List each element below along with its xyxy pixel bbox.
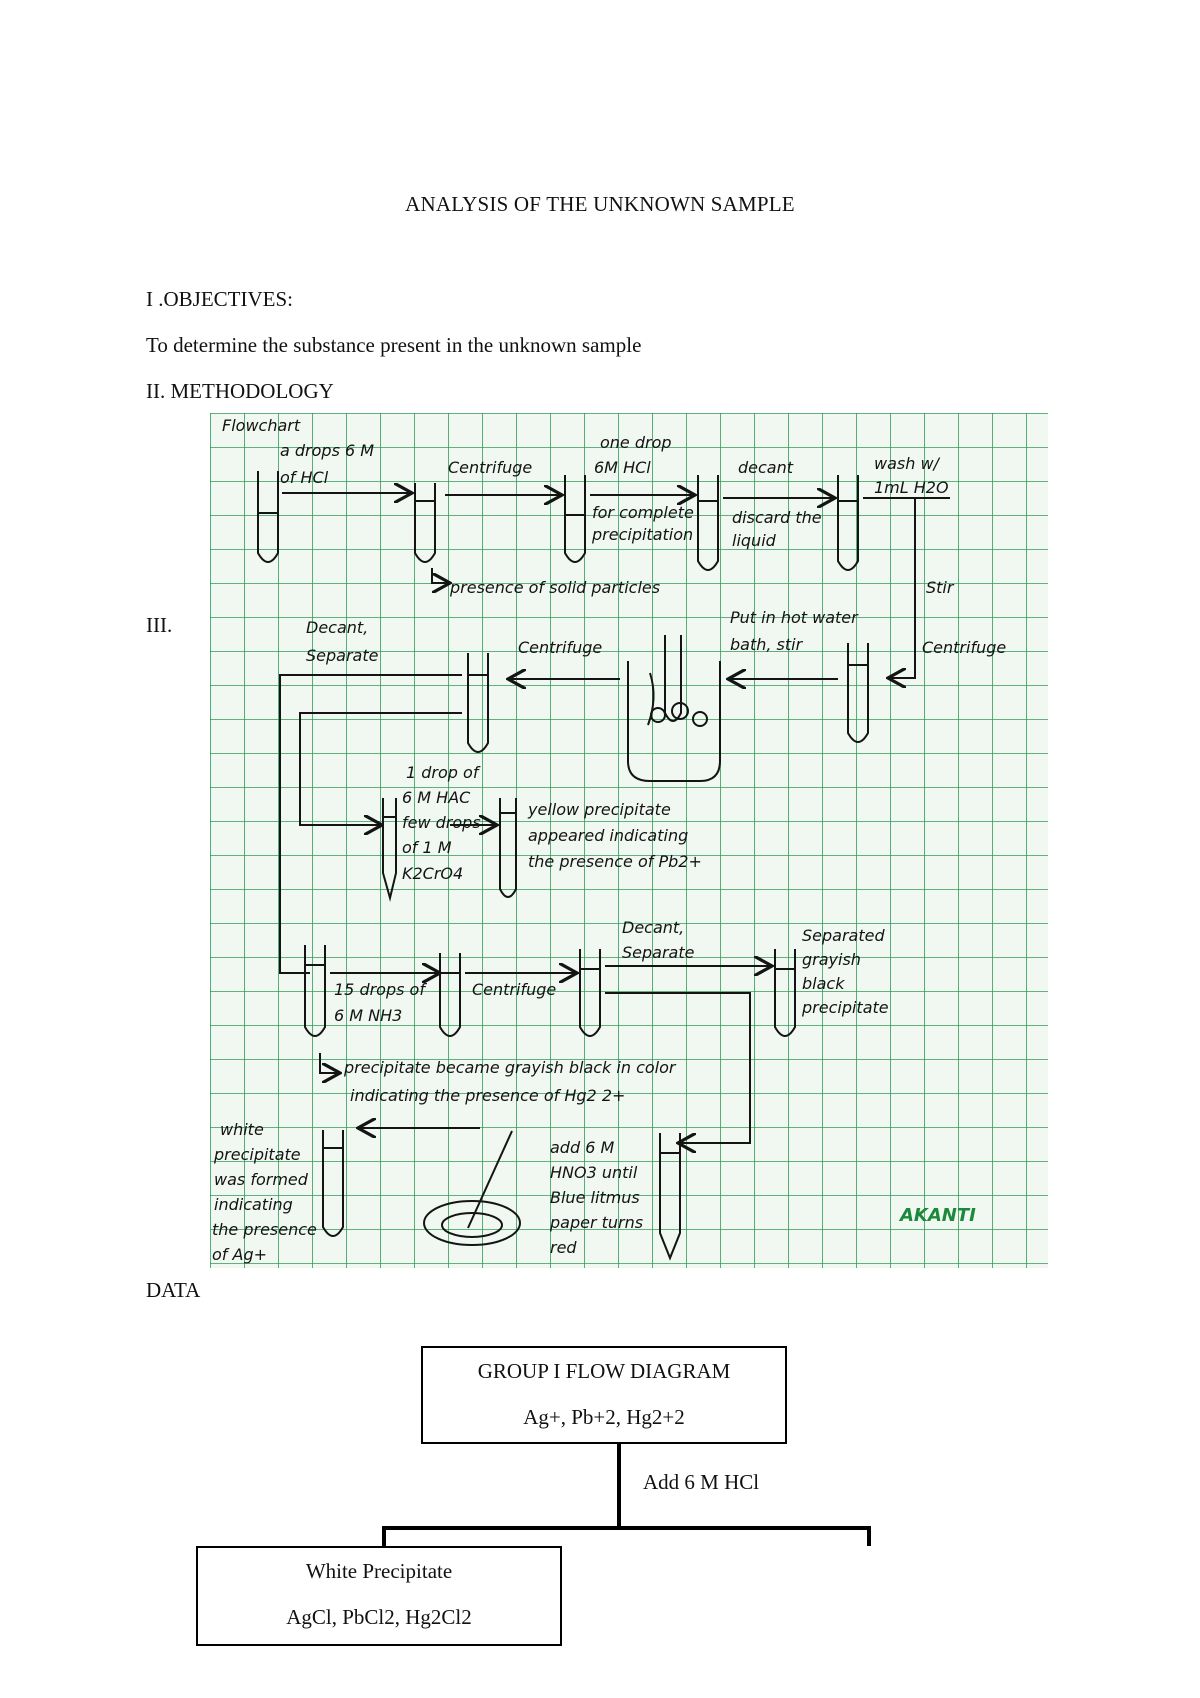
- test-tube-icon: [414, 483, 436, 563]
- graph-paper-grid: [210, 413, 1048, 1268]
- diagram-branch-left: [382, 1526, 386, 1546]
- objectives-heading: I .OBJECTIVES:: [146, 287, 293, 311]
- diagram-left-title: White Precipitate: [305, 1559, 453, 1583]
- diagram-branch-line: [382, 1526, 871, 1530]
- flowchart-step: HNO3 until: [550, 1163, 638, 1182]
- diagram-top-box: GROUP I FLOW DIAGRAM Ag+, Pb+2, Hg2+2: [421, 1346, 787, 1444]
- flowchart-step: appeared indicating: [528, 826, 688, 845]
- section-three-label: III.: [146, 613, 173, 637]
- flowchart-step: paper turns: [549, 1213, 643, 1232]
- diagram-branch-label: Add 6 M HCl: [643, 1470, 760, 1494]
- flowchart-step: Centrifuge: [518, 638, 602, 657]
- test-tube-icon: [847, 643, 869, 743]
- flowchart-step: of HCl: [280, 468, 329, 487]
- flowchart-note: precipitate became grayish black in colo…: [343, 1058, 677, 1077]
- test-tube-icon: [382, 798, 397, 902]
- flowchart-step: Separated: [802, 926, 885, 945]
- flowchart-step: Separate: [306, 646, 379, 665]
- flowchart-step: liquid: [732, 531, 777, 550]
- flowchart-step: precipitation: [591, 525, 693, 544]
- test-tube-icon: [564, 475, 586, 563]
- flowchart-step: wash w/: [874, 454, 941, 473]
- flowchart-step: decant: [738, 458, 794, 477]
- diagram-top-ions: Ag+, Pb+2, Hg2+2: [523, 1405, 685, 1429]
- test-tube-icon: [322, 1130, 344, 1237]
- flowchart-step: was formed: [214, 1170, 309, 1189]
- flowchart-step: one drop: [600, 433, 672, 452]
- beaker-icon: [627, 635, 721, 782]
- flowchart-step: precipitate: [801, 998, 889, 1017]
- flowchart-step: the presence: [212, 1220, 317, 1239]
- flowchart-step: grayish: [802, 950, 861, 969]
- flowchart-heading: Flowchart: [222, 416, 301, 435]
- flowchart-step: Centrifuge: [448, 458, 532, 477]
- test-tube-icon: [659, 1133, 681, 1261]
- test-tube-icon: [837, 475, 859, 571]
- test-tube-icon: [579, 949, 601, 1037]
- test-tube-icon: [697, 475, 719, 571]
- flowchart-note: indicating the presence of Hg2 2+: [350, 1086, 625, 1105]
- flowchart-step: 15 drops of: [334, 980, 427, 999]
- watch-glass-icon: [423, 1130, 521, 1246]
- flowchart-step: 1 drop of: [406, 763, 481, 782]
- diagram-left-compounds: AgCl, PbCl2, Hg2Cl2: [286, 1605, 472, 1629]
- test-tube-icon: [257, 471, 279, 563]
- handdrawn-flowchart: Flowchart a drops 6 M of HCl presence of…: [210, 413, 1048, 1268]
- flowchart-step: red: [550, 1238, 577, 1257]
- flowchart-step: of Ag+: [212, 1245, 267, 1264]
- diagram-branch-right: [867, 1526, 871, 1546]
- flowchart-step: 1mL H2O: [874, 478, 949, 497]
- flowchart-step: Stir: [926, 578, 955, 597]
- flowchart-step: of 1 M: [402, 838, 452, 857]
- flowchart-step: yellow precipitate: [527, 800, 671, 819]
- flowchart-step: indicating: [214, 1195, 293, 1214]
- flowchart-step: white: [220, 1120, 264, 1139]
- flowchart-step: few drops: [402, 813, 481, 832]
- flowchart-step: K2CrO4: [402, 864, 463, 883]
- objective-text: To determine the substance present in th…: [146, 333, 642, 357]
- data-heading: DATA: [146, 1278, 201, 1302]
- flowchart-step: black: [802, 974, 845, 993]
- flowchart-step: Centrifuge: [472, 980, 556, 999]
- flowchart-step: for complete: [592, 503, 694, 522]
- flowchart-step: the presence of Pb2+: [528, 852, 702, 871]
- flowchart-step: Decant,: [306, 618, 368, 637]
- flowchart-step: Put in hot water: [730, 608, 859, 627]
- flowchart-step: discard the: [732, 508, 822, 527]
- flowchart-step: a drops 6 M: [280, 441, 374, 460]
- signature: AKANTI: [898, 1205, 976, 1226]
- flowchart-note: presence of solid particles: [449, 578, 660, 597]
- diagram-top-title: GROUP I FLOW DIAGRAM: [477, 1359, 731, 1383]
- page-title: ANALYSIS OF THE UNKNOWN SAMPLE: [405, 192, 795, 216]
- flowchart-step: Blue litmus: [550, 1188, 640, 1207]
- test-tube-icon: [774, 949, 796, 1037]
- flowchart-step: add 6 M: [550, 1138, 614, 1157]
- flowchart-step: 6 M NH3: [334, 1006, 402, 1025]
- test-tube-icon: [439, 953, 461, 1037]
- flowchart-step: Centrifuge: [922, 638, 1006, 657]
- test-tube-icon: [467, 653, 489, 753]
- test-tube-icon: [304, 945, 326, 1037]
- flowchart-step: bath, stir: [730, 635, 804, 654]
- methodology-heading: II. METHODOLOGY: [146, 379, 334, 403]
- flowchart-step: Decant,: [622, 918, 684, 937]
- flowchart-step: 6 M HAC: [402, 788, 471, 807]
- flowchart-step: Separate: [622, 943, 695, 962]
- test-tube-icon: [499, 798, 517, 898]
- diagram-left-box: White Precipitate AgCl, PbCl2, Hg2Cl2: [196, 1546, 562, 1646]
- flowchart-step: 6M HCl: [594, 458, 651, 477]
- flowchart-step: precipitate: [213, 1145, 301, 1164]
- diagram-connector: [617, 1442, 621, 1530]
